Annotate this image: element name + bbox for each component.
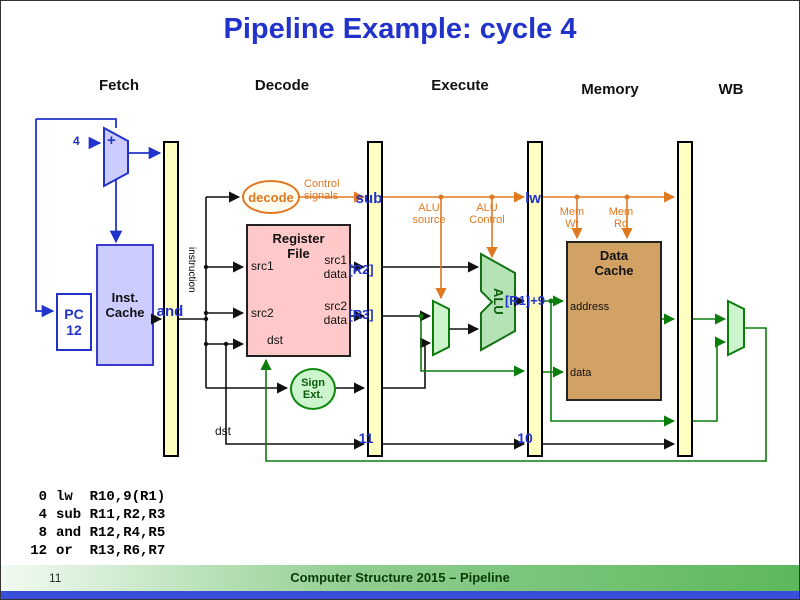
ex-mem-dst-value: 10 — [517, 430, 533, 446]
program-addr: 0 — [38, 489, 47, 505]
stage-label-execute: Execute — [431, 77, 489, 94]
pc-value: 12 — [66, 322, 82, 338]
register-file-box: Register File — [246, 224, 351, 357]
adder-plus-symbol: + — [107, 132, 116, 149]
rf-src1-port-label: src1 — [251, 259, 274, 273]
program-addr: 12 — [30, 543, 47, 559]
program-row: 8 and R12,R4,R5 — [21, 524, 166, 542]
mem-wr-label: Mem Wr — [559, 206, 585, 230]
stage-label-fetch: Fetch — [98, 77, 139, 94]
page-title: Pipeline Example: cycle 4 — [223, 13, 577, 45]
stage-label-wb: WB — [718, 81, 744, 98]
mem-rd-label: Mem Rd — [608, 206, 634, 230]
instruction-cache-box: Inst. Cache — [96, 244, 154, 366]
src2-bus-value: [R3] — [348, 307, 374, 322]
dst-bus-label: dst — [215, 424, 232, 438]
dc-data-port-label: data — [570, 367, 592, 379]
program-addr: 4 — [38, 507, 47, 523]
if-id-instruction-value: and — [156, 303, 184, 320]
alu-control-label: ALU Control — [469, 202, 505, 226]
program-instr: or R13,R6,R7 — [56, 543, 166, 559]
program-instr: lw R10,9(R1) — [56, 489, 166, 505]
program-listing: 0 lw R10,9(R1) 4 sub R11,R2,R3 8 and R12… — [21, 488, 165, 560]
src1-bus-value: [R2] — [348, 262, 374, 277]
id-ex-dst-value: 11 — [358, 430, 374, 446]
rf-src2-data-label: src2 data — [323, 299, 347, 327]
program-instr: and R12,R4,R5 — [56, 525, 166, 541]
decode-unit-label: decode — [248, 189, 294, 205]
writeback-mux-icon — [727, 299, 745, 357]
id-ex-instruction-value: sub — [355, 190, 383, 207]
data-cache-label: Data Cache — [594, 248, 634, 278]
stage-label-decode: Decode — [254, 77, 310, 94]
pipeline-register-mem-wb — [677, 141, 693, 457]
program-row: 12 or R13,R6,R7 — [21, 542, 165, 560]
bottom-accent-strip — [1, 591, 799, 599]
program-addr: 8 — [38, 525, 47, 541]
decode-unit-ellipse: decode — [242, 180, 300, 214]
pipeline-register-id-ex — [367, 141, 383, 457]
slide-number: 11 — [49, 571, 62, 585]
alu-source-label: ALU source — [412, 202, 446, 226]
instruction-cache-label: Inst. Cache — [105, 290, 145, 320]
control-signals-label: Control signals — [304, 178, 340, 202]
sign-extend-label: Sign Ext. — [301, 377, 325, 401]
program-row: 0 lw R10,9(R1) — [21, 488, 166, 506]
pc-label: PC — [64, 306, 84, 322]
adder-increment-label: 4 — [73, 134, 80, 148]
rf-src2-port-label: src2 — [251, 306, 274, 320]
alu-result-value: [R1]+9 — [504, 293, 546, 308]
program-instr: sub R11,R2,R3 — [56, 507, 166, 523]
footer-bar — [1, 565, 799, 591]
pc-box: PC 12 — [56, 293, 92, 351]
alu-src-mux-icon — [432, 299, 450, 357]
register-file-label: Register File — [272, 231, 325, 261]
sign-extend-ellipse: Sign Ext. — [290, 368, 336, 410]
pipeline-register-if-id — [163, 141, 179, 457]
stage-label-memory: Memory — [581, 81, 639, 98]
program-row: 4 sub R11,R2,R3 — [21, 506, 166, 524]
ex-mem-instruction-value: lw — [525, 190, 541, 207]
rf-dst-port-label: dst — [267, 333, 284, 347]
footer-course-title: Computer Structure 2015 – Pipeline — [290, 570, 510, 585]
rf-src1-data-label: src1 data — [323, 253, 347, 281]
dc-address-port-label: address — [570, 301, 610, 313]
